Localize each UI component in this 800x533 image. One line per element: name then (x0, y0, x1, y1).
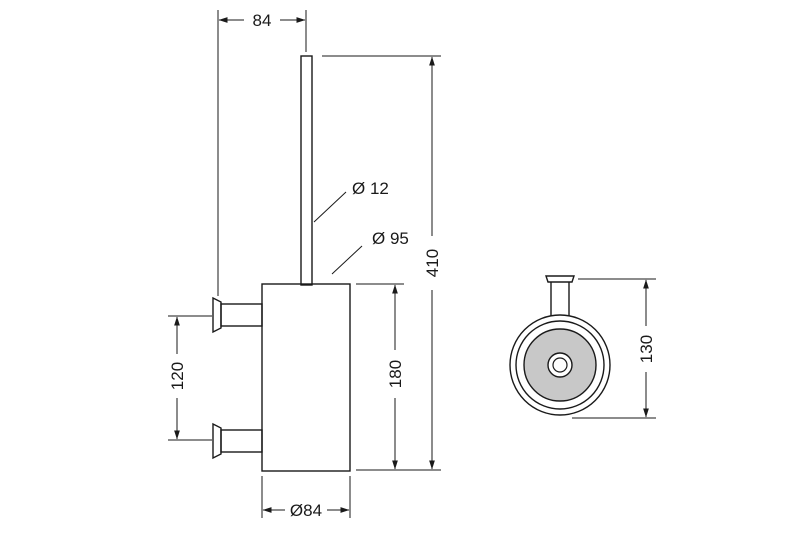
dim-handle-diameter-label: Ø 12 (352, 179, 389, 198)
brush-handle (300, 55, 313, 286)
dim-top-offset: 84 (217, 10, 307, 296)
dim-mount-spacing-label: 120 (168, 362, 187, 390)
center-hub-inner (552, 357, 568, 373)
side-view (212, 55, 351, 472)
dim-total-height: 410 (322, 55, 442, 471)
dim-handle-diameter: Ø 12 (313, 179, 389, 223)
dim-top-view-height-label: 130 (637, 335, 656, 363)
top-view (509, 275, 611, 416)
upper-wall-mount (212, 296, 263, 334)
dim-total-height-label: 410 (423, 249, 442, 277)
lower-wall-mount (212, 422, 263, 460)
dim-body-width: Ø84 (261, 476, 351, 520)
inner-ring (515, 320, 605, 410)
outer-ring (509, 314, 611, 416)
top-view-mount (545, 275, 575, 316)
dim-body-width-label: Ø84 (290, 501, 322, 520)
dim-mount-spacing: 120 (168, 315, 212, 441)
dim-body-height: 180 (356, 283, 405, 470)
dim-body-diameter: Ø 95 (331, 229, 409, 275)
dim-top-offset-label: 84 (253, 11, 272, 30)
dim-top-view-height: 130 (572, 278, 656, 419)
dim-body-height-label: 180 (386, 360, 405, 388)
holder-body (261, 283, 351, 472)
dim-body-diameter-label: Ø 95 (372, 229, 409, 248)
